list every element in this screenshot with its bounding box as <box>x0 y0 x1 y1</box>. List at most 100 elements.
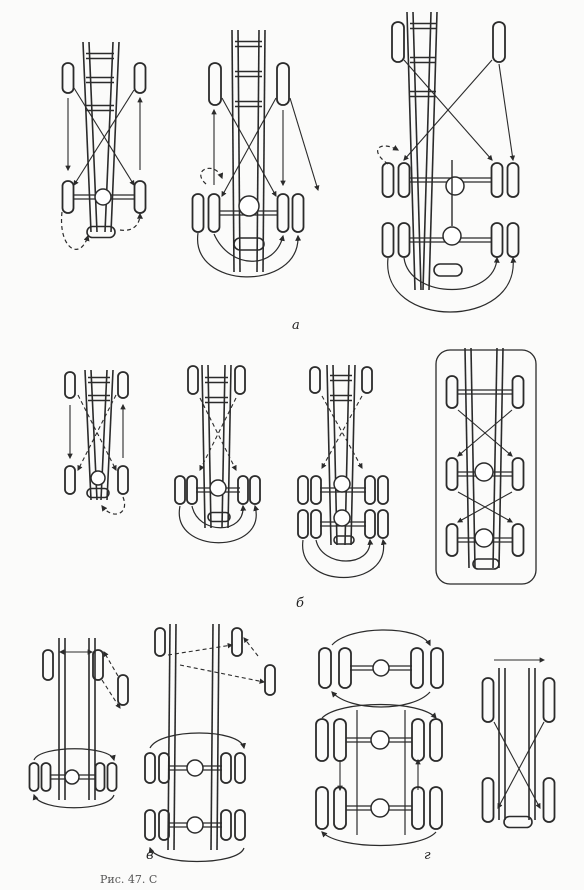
wheel <box>158 752 170 784</box>
rotation-arrow <box>457 409 513 457</box>
wheel <box>381 222 395 258</box>
wheel <box>377 475 389 505</box>
wheel <box>208 62 222 106</box>
wheel <box>445 523 459 557</box>
rotation-path <box>148 846 245 862</box>
wheel <box>397 162 411 198</box>
frame-rail <box>110 41 120 233</box>
wheel <box>249 475 261 505</box>
wheel <box>333 718 347 762</box>
rotation-path <box>33 748 116 762</box>
rotation-arrow <box>243 637 259 657</box>
wheel <box>542 677 556 723</box>
differential <box>474 462 494 482</box>
wheel <box>276 193 290 233</box>
spare-wheel <box>233 237 265 251</box>
rotation-path <box>32 793 115 809</box>
wheel <box>92 649 104 681</box>
differential <box>94 188 112 206</box>
spare-wheel <box>472 558 500 570</box>
spare-wheel <box>433 263 463 277</box>
rotation-outline <box>435 349 537 585</box>
rotation-arrow <box>101 679 121 709</box>
wheel <box>291 193 305 233</box>
frame-rail <box>428 11 438 291</box>
rotation-arrow <box>497 721 545 809</box>
differential <box>64 769 80 785</box>
spare-wheel <box>333 535 355 545</box>
wheel <box>429 718 443 762</box>
frame-rail <box>173 623 177 851</box>
wheel <box>94 762 106 792</box>
rotation-arrow <box>179 664 266 684</box>
differential <box>333 475 351 493</box>
wheel <box>490 222 504 258</box>
wheel <box>397 222 411 258</box>
wheel <box>542 777 556 823</box>
wheel <box>310 509 322 539</box>
wheel <box>231 627 243 657</box>
frame-rail <box>84 369 92 501</box>
rotation-arrow <box>493 721 541 809</box>
wheel <box>61 62 75 94</box>
wheel <box>430 647 444 689</box>
wheel <box>237 475 249 505</box>
frame-rail <box>464 347 470 569</box>
wheel <box>187 365 199 395</box>
wheel <box>506 222 520 258</box>
frame-rail <box>492 347 498 569</box>
wheel <box>297 509 309 539</box>
wheel <box>144 752 156 784</box>
wheel <box>117 674 129 706</box>
frame-rail <box>406 11 416 291</box>
rotation-arrow <box>73 89 135 186</box>
rotation-path <box>321 703 437 719</box>
wheel <box>445 457 459 491</box>
frame-rail <box>326 364 332 546</box>
wheel <box>234 809 246 841</box>
spare-wheel <box>503 815 533 829</box>
wheel <box>144 809 156 841</box>
rotation-path <box>149 732 246 750</box>
scheme-group-b <box>64 347 537 585</box>
frame-rail <box>221 364 226 529</box>
wheel <box>117 465 129 495</box>
wheel <box>207 193 221 233</box>
wheel <box>309 366 321 394</box>
wheel <box>174 475 186 505</box>
wheel <box>511 375 525 409</box>
wheel <box>511 457 525 491</box>
wheel <box>315 718 329 762</box>
frame-rail <box>82 41 92 233</box>
wheel <box>315 786 329 830</box>
wheel <box>411 786 425 830</box>
wheel <box>318 647 332 689</box>
frame-rail <box>231 29 235 273</box>
figure-caption: Рис. 47. С <box>100 873 158 886</box>
wheel <box>186 475 198 505</box>
differential <box>209 479 227 497</box>
frame-rail <box>350 364 356 546</box>
rotation-path <box>101 496 126 515</box>
wheel <box>40 762 52 792</box>
rotation-arrow <box>403 59 493 161</box>
wheel <box>410 647 424 689</box>
rotation-arrow <box>77 394 117 471</box>
wheel <box>297 475 309 505</box>
rotation-arrow <box>289 97 320 192</box>
label-g: г <box>424 848 431 863</box>
wheel <box>42 649 54 681</box>
rotation-path <box>197 232 302 278</box>
wheel <box>234 365 246 395</box>
wheel <box>133 62 147 94</box>
wheel <box>64 371 76 399</box>
wheel <box>133 180 147 214</box>
differential <box>90 470 106 486</box>
rotation-path <box>321 831 437 847</box>
rotation-arrow <box>167 642 234 656</box>
spare-wheel <box>207 511 231 523</box>
frame-rail <box>262 29 266 273</box>
rotation-path <box>119 212 143 231</box>
rotation-path <box>331 629 431 647</box>
wheel <box>61 180 75 214</box>
